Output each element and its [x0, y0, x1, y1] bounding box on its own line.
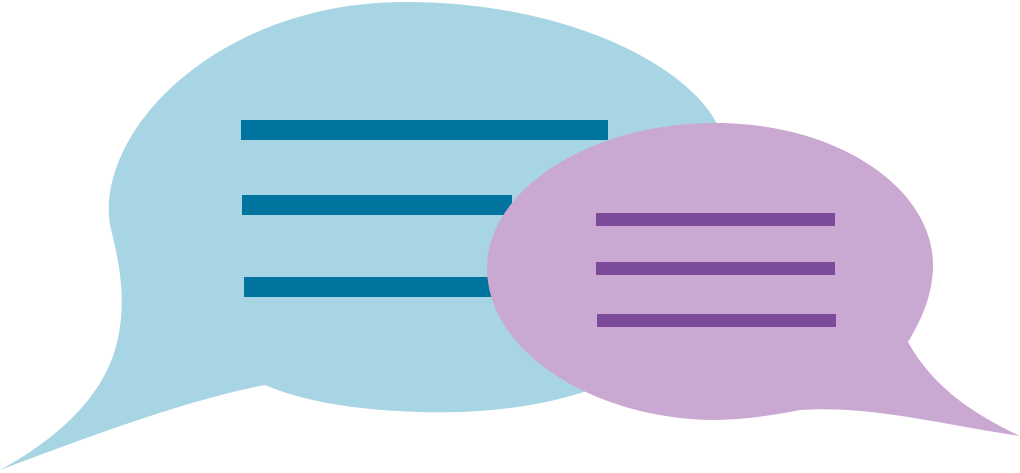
small-speech-bubble-icon [487, 123, 1020, 436]
purple-bubble-shape [487, 123, 1020, 436]
blue-bubble-line [242, 195, 512, 215]
blue-bubble-line [244, 277, 494, 297]
purple-bubble-line [597, 314, 836, 327]
purple-bubble-line [596, 213, 835, 226]
blue-bubble-line [241, 120, 608, 140]
purple-bubble-line [596, 262, 835, 275]
